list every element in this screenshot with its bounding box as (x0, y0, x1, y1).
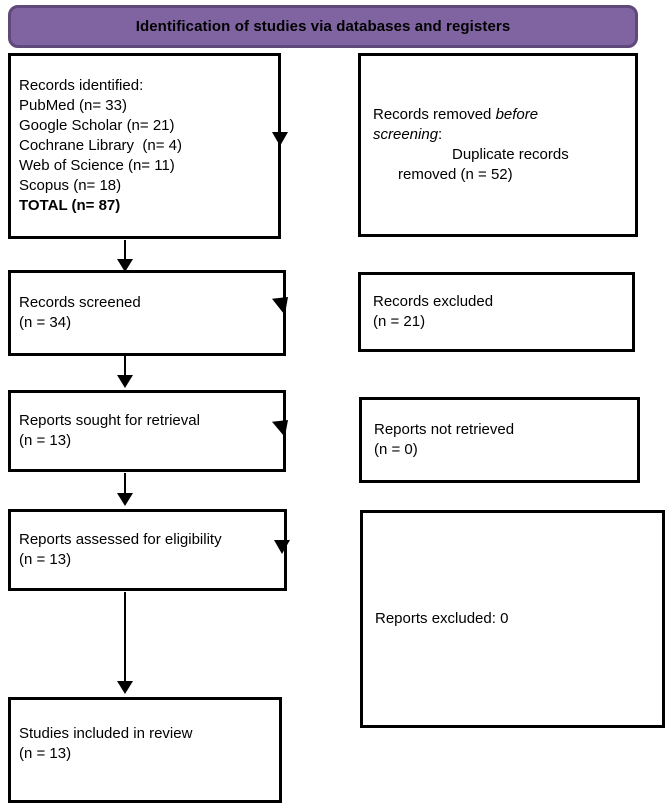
text-line: (n = 13) (19, 432, 72, 449)
box-reports-sought: Reports sought for retrieval (n = 13) (8, 390, 286, 472)
arrow-down-icon (117, 681, 133, 694)
box-reports-excluded: Reports excluded: 0 (360, 510, 665, 728)
text-line: Records excluded (373, 293, 494, 310)
text-line: Records removed before (373, 106, 539, 123)
connector-line-2 (124, 356, 126, 376)
text-line: Reports assessed for eligibility (19, 531, 222, 548)
box-records-removed: Records removed before screening: Duplicat… (358, 53, 638, 237)
arrow-down-icon (117, 375, 133, 388)
box-records-identified: Records identified: PubMed (n= 33) Google … (8, 53, 281, 239)
text-line: (n = 0) (374, 441, 418, 458)
text-line: screening: (373, 126, 443, 143)
text-line: TOTAL (n= 87) (19, 197, 121, 214)
box-records-screened: Records screened (n = 34) (8, 270, 286, 356)
connector-line-4 (124, 592, 126, 682)
text-line: Google Scholar (n= 21) (19, 117, 175, 134)
text-line: Web of Science (n= 11) (19, 157, 175, 174)
box-reports-assessed: Reports assessed for eligibility (n = 13) (8, 509, 287, 591)
text-line: (n = 13) (19, 551, 72, 568)
text-line: Reports sought for retrieval (19, 412, 200, 429)
arrow-down-icon (272, 132, 288, 146)
connector-line-3 (124, 473, 126, 494)
text-line: (n = 34) (19, 314, 72, 331)
text-line: Records screened (19, 294, 141, 311)
header-title: Identification of studies via databases … (135, 18, 511, 35)
header-banner: Identification of studies via databases … (8, 5, 638, 48)
text-line: Studies included in review (19, 725, 193, 742)
box-records-excluded: Records excluded (n = 21) (358, 272, 635, 352)
text-line: Duplicate records (452, 146, 569, 163)
arrow-down-icon (117, 493, 133, 506)
box-reports-not-retrieved: Reports not retrieved (n = 0) (359, 397, 640, 483)
text-line: Records identified: (19, 77, 144, 94)
text-line: Cochrane Library (n= 4) (19, 137, 182, 154)
text-line: Scopus (n= 18) (19, 177, 122, 194)
connector-line-1 (124, 240, 126, 260)
text-line: Reports excluded: 0 (375, 610, 509, 627)
arrow-down-icon (274, 540, 290, 554)
text-line: removed (n = 52) (398, 166, 513, 183)
text-line: PubMed (n= 33) (19, 97, 127, 114)
box-studies-included: Studies included in review (n = 13) (8, 697, 282, 803)
arrow-down-icon (117, 259, 133, 272)
text-line: Reports not retrieved (374, 421, 515, 438)
text-line: (n = 21) (373, 313, 426, 330)
text-line: (n = 13) (19, 745, 72, 762)
